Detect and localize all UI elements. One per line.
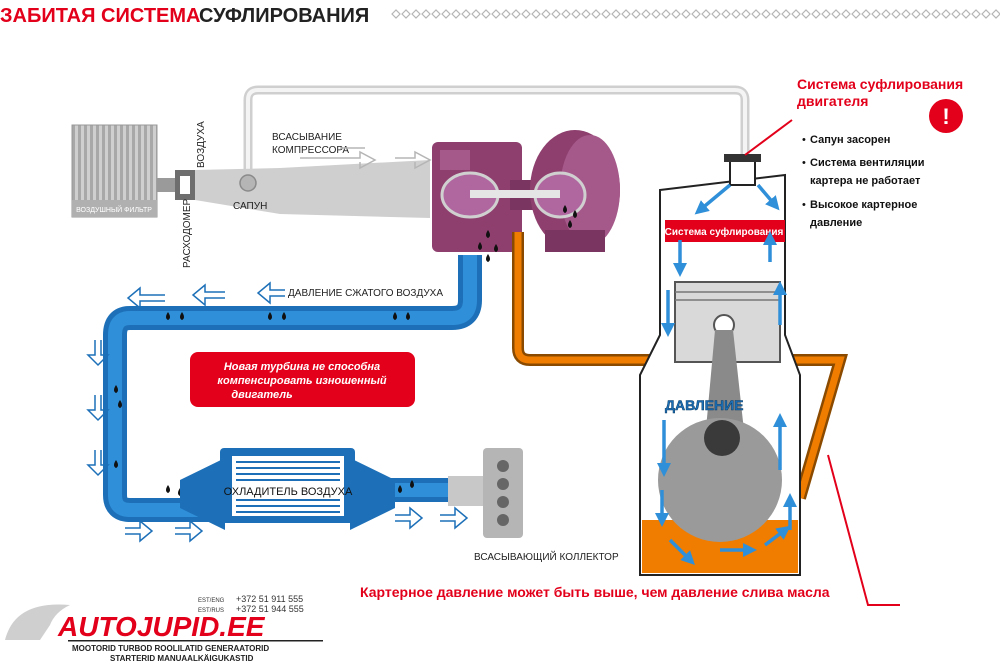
svg-text:•: • — [802, 199, 806, 211]
air-filter: ВОЗДУШНЫЙ ФИЛЬТР — [71, 124, 158, 218]
phone-est: +372 51 911 555 — [236, 594, 303, 604]
engine-arrows — [655, 183, 797, 565]
intake-duct — [195, 160, 430, 218]
pressure-arrows — [86, 281, 469, 543]
compressor-suction-label-2: КОМПРЕССОРА — [272, 145, 349, 156]
oil-drops-turbo — [478, 205, 577, 262]
turbo-note: Новая турбина не способна компенсировать… — [190, 352, 415, 407]
logo-tagline-1: MOOTORID TURBOD ROOLILATID GENERAATORID — [72, 644, 269, 653]
breather-port — [239, 174, 257, 192]
crankcase-pointer — [827, 454, 900, 606]
warning-item-3: картера не работает — [810, 175, 921, 187]
warning-item-2: Система вентиляции — [810, 157, 925, 169]
svg-text:!: ! — [942, 104, 949, 129]
pressure-label: ДАВЛЕНИЕ — [665, 397, 744, 413]
svg-text:•: • — [802, 134, 806, 146]
air-filter-label: ВОЗДУШНЫЙ ФИЛЬТР — [76, 205, 152, 214]
flowmeter — [157, 170, 195, 200]
air-label: ВОЗДУХА — [196, 121, 207, 168]
title-part1: ЗАБИТАЯ СИСТЕМА — [0, 5, 200, 27]
warning-title-line1: Система суфлирования — [797, 76, 963, 92]
logo-tagline-2: STARTERID MANUAALKÄIGUKASTID — [110, 654, 254, 663]
page-title: ЗАБИТАЯ СИСТЕМА СУФЛИРОВАНИЯ — [0, 5, 369, 27]
svg-text:•: • — [802, 157, 806, 169]
logo-brand: AUTOJUPID.EE — [57, 611, 266, 642]
title-part2: СУФЛИРОВАНИЯ — [199, 5, 369, 27]
turbo-note-line1: Новая турбина не способна — [224, 361, 380, 373]
phone-rus-label: EST/RUS — [198, 608, 224, 614]
warning-item-4: Высокое картерное — [810, 199, 917, 211]
intercooler-label: ОХЛАДИТЕЛЬ ВОЗДУХА — [224, 486, 353, 498]
flowmeter-label: РАСХОДОМЕР — [182, 198, 193, 268]
phone-est-label: EST/ENG — [198, 598, 225, 604]
compressor-suction-label-1: ВСАСЫВАНИЕ — [272, 132, 342, 143]
warning-title-line2: двигателя — [797, 93, 868, 109]
warning-icon — [929, 99, 963, 133]
intercooler: ОХЛАДИТЕЛЬ ВОЗДУХА — [180, 448, 395, 530]
turbocharger — [432, 130, 620, 252]
engine-block: Система суфлирования ДАВЛЕНИЕ — [639, 154, 801, 576]
crankcase-note: Картерное давление может быть выше, чем … — [360, 584, 830, 600]
intake-manifold-label: ВСАСЫВАЮЩИЙ КОЛЛЕКТОР — [474, 550, 619, 563]
company-logo: AUTOJUPID.EE MOOTORID TURBOD ROOLILATID … — [5, 594, 323, 663]
title-decoration — [391, 9, 1000, 19]
blowby-system-label: Система суфлирования — [665, 226, 784, 238]
intake-manifold — [448, 448, 523, 538]
turbo-note-line3: двигатель — [231, 389, 292, 401]
warning-item-1: Сапун засорен — [810, 134, 890, 146]
turbo-note-line2: компенсировать изношенный — [217, 375, 386, 387]
warning-item-5: давление — [810, 217, 862, 229]
suction-arrows — [300, 147, 432, 170]
oil-drops-pipe — [114, 312, 414, 496]
warning-panel: Система суфлирования двигателя ! • Сапун… — [744, 76, 963, 229]
compressed-air-pressure-label: ДАВЛЕНИЕ СЖАТОГО ВОЗДУХА — [288, 288, 443, 299]
breather-label: САПУН — [233, 201, 267, 212]
phone-rus: +372 51 944 555 — [236, 604, 304, 614]
